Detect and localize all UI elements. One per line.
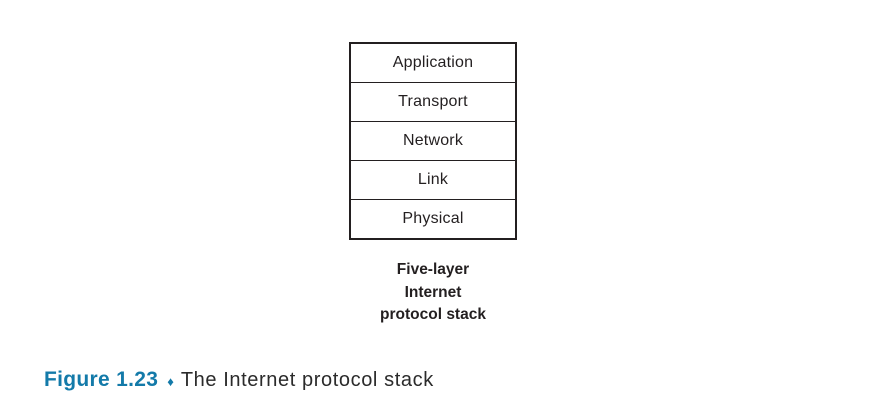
figure-number: Figure 1.23 <box>44 368 159 391</box>
stack-label-line-1: Five-layer <box>396 261 470 278</box>
stack-layer-transport: Transport <box>351 83 515 122</box>
stack-layer-physical: Physical <box>402 210 464 227</box>
protocol-stack-diagram: Application Transport Network Link Physi… <box>349 42 517 240</box>
stack-layer-application: Application <box>351 44 515 83</box>
figure-caption: Figure 1.23 ♦ The Internet protocol stac… <box>44 368 434 392</box>
stack-layer-link: Link <box>351 161 515 200</box>
stack-label-line-2: Internet <box>404 283 462 301</box>
stack-layer-network: Network <box>351 122 515 161</box>
stack-label: Five-layer Internet protocol stack <box>333 259 533 327</box>
figure-caption-text: The Internet protocol stack <box>180 369 434 391</box>
diamond-icon: ♦ <box>167 373 174 389</box>
stack-label-line-3: protocol stack <box>380 306 486 323</box>
